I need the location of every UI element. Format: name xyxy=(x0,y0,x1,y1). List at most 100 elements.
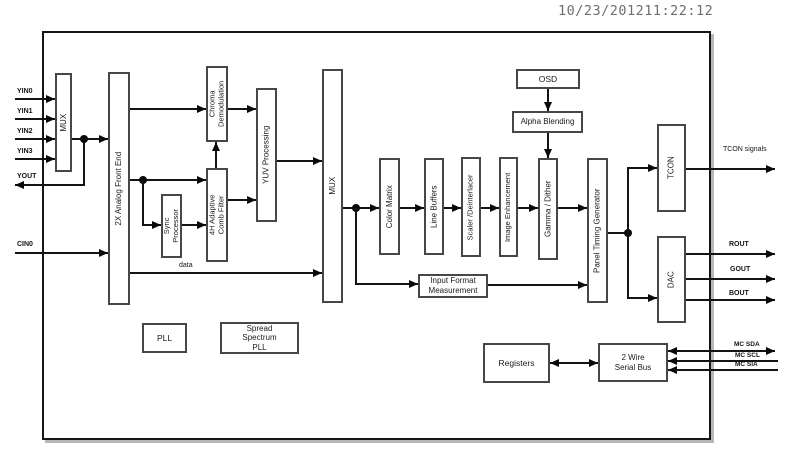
block-input-mux-label: MUX xyxy=(58,113,68,132)
block-osd-label: OSD xyxy=(538,73,558,84)
connector-cm-to-linebuffers xyxy=(400,207,424,209)
arrow-head xyxy=(766,296,775,304)
arrow-head xyxy=(490,204,499,212)
connector-yin3 xyxy=(15,158,55,160)
connector-data-bus xyxy=(130,272,322,274)
port-label-yin0: YIN0 xyxy=(17,88,33,95)
connector-ptg-out xyxy=(608,232,628,234)
block-tcon-label: TCON xyxy=(666,156,676,180)
connector-gamma-to-ptg xyxy=(558,207,587,209)
arrow-head xyxy=(668,357,677,365)
connector-ifm-to-ptg xyxy=(488,284,587,286)
connector-osd-to-alpha xyxy=(547,89,549,111)
data-bus-label: data xyxy=(179,262,193,269)
block-image-enhancement: Image Enhancement xyxy=(499,157,518,257)
arrow-head xyxy=(578,281,587,289)
block-pll: PLL xyxy=(142,323,187,353)
connector-afe-to-chroma xyxy=(130,108,206,110)
connector-tcon-signals xyxy=(686,168,775,170)
block-input-mux: MUX xyxy=(55,73,72,172)
arrow-head xyxy=(544,149,552,158)
connector-comb-to-chroma xyxy=(215,142,217,168)
arrow-head xyxy=(529,204,538,212)
arrow-head xyxy=(247,196,256,204)
block-color-matrix-label: Color Matrix xyxy=(384,184,394,229)
arrow-head xyxy=(197,221,206,229)
connector-mux-to-afe xyxy=(72,138,108,140)
port-label-mc-scl: MC SCL xyxy=(735,352,760,359)
block-serial-bus-label: 2 Wire Serial Bus xyxy=(614,352,652,372)
connector-dac-branch xyxy=(627,233,629,298)
block-alpha-blending-label: Alpha Blending xyxy=(520,117,575,127)
arrow-head xyxy=(766,250,775,258)
block-registers-label: Registers xyxy=(498,357,535,368)
connector-to-ifm xyxy=(355,283,418,285)
timestamp: 10/23/201211:22:12 xyxy=(558,3,714,19)
block-scaler-deinterlacer-label: Scaler /Deinterlacer xyxy=(465,174,475,240)
port-label-yin3: YIN3 xyxy=(17,148,33,155)
arrow-head xyxy=(46,115,55,123)
block-chroma-demodulation-label: Chroma Demodulation xyxy=(207,80,225,128)
connector-mux-to-color-matrix xyxy=(343,207,379,209)
arrow-head xyxy=(15,181,24,189)
arrow-head xyxy=(452,204,461,212)
block-sync-processor-label: Sync Processor xyxy=(161,209,180,243)
block-image-enhancement-label: Image Enhancement xyxy=(503,172,513,242)
block-spread-spectrum-pll: Spread Spectrum PLL xyxy=(220,322,299,354)
arrow-head xyxy=(99,249,108,257)
connector-afe-to-comb xyxy=(130,179,206,181)
port-label-gout: GOUT xyxy=(730,266,751,273)
block-analog-front-end: 2X Analog Front End xyxy=(108,72,130,305)
connector-tcon-branch xyxy=(627,168,629,233)
connector-rout xyxy=(686,253,775,255)
block-mid-mux: MUX xyxy=(322,69,343,303)
block-line-buffers: Line Buffers xyxy=(424,158,444,255)
arrow-head xyxy=(46,155,55,163)
port-label-mc-sia: MC SIA xyxy=(735,361,758,368)
block-input-format-measurement: Input Format Measurement xyxy=(418,274,488,298)
arrow-head xyxy=(409,280,418,288)
connector-yout xyxy=(15,184,85,186)
block-osd: OSD xyxy=(516,69,580,89)
arrow-head xyxy=(668,347,677,355)
block-scaler-deinterlacer: Scaler /Deinterlacer xyxy=(461,157,481,257)
junction-dot xyxy=(80,135,88,143)
arrow-head xyxy=(668,366,677,374)
connector-to-dac xyxy=(627,297,657,299)
connector-sync-to-comb xyxy=(182,224,206,226)
block-chroma-demodulation: Chroma Demodulation xyxy=(206,66,228,142)
arrow-head xyxy=(197,105,206,113)
arrow-head xyxy=(766,165,775,173)
arrow-head xyxy=(46,95,55,103)
arrow-head xyxy=(648,294,657,302)
connector-bout xyxy=(686,299,775,301)
port-label-cin0: CIN0 xyxy=(17,241,33,248)
block-tcon: TCON xyxy=(657,124,686,212)
connector-to-sync xyxy=(142,224,161,226)
connector-yin0 xyxy=(15,98,55,100)
connector-yout-branch xyxy=(83,139,85,186)
block-gamma-dither-label: Gamma / Dither xyxy=(543,180,553,238)
arrow-head xyxy=(648,164,657,172)
block-comb-filter-label: 4H Adaptive Comb Filter xyxy=(207,194,226,236)
block-sync-processor: Sync Processor xyxy=(161,194,182,258)
arrow-head xyxy=(766,347,775,355)
connector-enhancement-to-gamma xyxy=(518,207,538,209)
connector-cin0 xyxy=(15,252,108,254)
port-label-mc-sda: MC SDA xyxy=(734,341,760,348)
block-yuv-processing: YUV Processing xyxy=(256,88,277,222)
arrow-head xyxy=(550,359,559,367)
connector-chroma-to-yuv xyxy=(228,108,256,110)
arrow-head xyxy=(313,269,322,277)
connector-ifm-branch xyxy=(355,208,357,284)
block-yuv-processing-label: YUV Processing xyxy=(261,125,271,185)
arrow-head xyxy=(589,359,598,367)
port-label-tcon-signals: TCON signals xyxy=(723,146,767,153)
arrow-head xyxy=(578,204,587,212)
arrow-head xyxy=(46,135,55,143)
connector-gout xyxy=(686,278,775,280)
block-analog-front-end-label: 2X Analog Front End xyxy=(114,151,124,226)
arrow-head xyxy=(99,135,108,143)
arrow-head xyxy=(313,157,322,165)
